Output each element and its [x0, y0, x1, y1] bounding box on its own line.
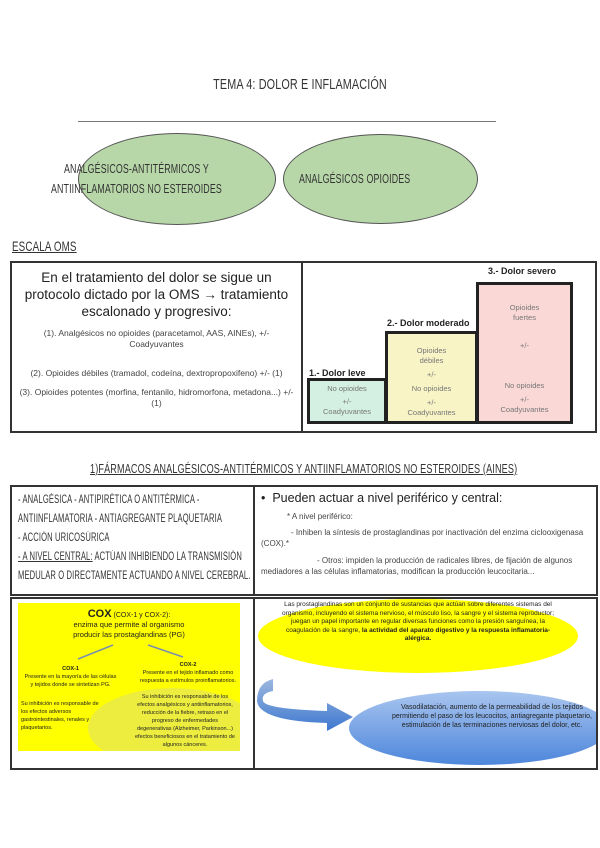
mechanism-bullet-text: Pueden actuar a nivel periférico y centr… [272, 491, 503, 505]
peripheral-item-1: - Inhiben la síntesis de prostaglandinas… [261, 528, 584, 548]
cox1-block: COX-1 Presente en la mayoría de las célu… [23, 665, 118, 689]
group-aines-label: ANALGÉSICOS-ANTITÉRMICOS Y [64, 161, 210, 176]
stair-2-line: Coadyuvantes [407, 408, 456, 417]
group-aines-label-2: ANTIINFLAMATORIOS NO ESTEROIDES [51, 181, 223, 196]
cox-subtitle: enzima que permite al organismo producir… [73, 620, 185, 639]
cox-table: COX (COX-1 y COX-2): enzima que permite … [10, 597, 598, 770]
cox2-text: Presente en el tejido inflamado como res… [140, 670, 236, 684]
stair-3-line: +/- [520, 341, 529, 350]
cox1-title: COX-1 [62, 666, 79, 672]
escala-step-1: (1). Analgésicos no opioides (paracetamo… [43, 328, 270, 349]
escala-step-2: (2). Opioides débiles (tramadol, codeína… [30, 368, 283, 378]
stair-1: No opioides +/- Coadyuvantes [307, 378, 387, 424]
cox-diagram: COX (COX-1 y COX-2): enzima que permite … [18, 603, 240, 751]
group-opioides-label: ANALGÉSICOS OPIOIDES [298, 171, 410, 186]
central-label: - A nivel central: [18, 551, 93, 563]
escala-step-3: (3). Opioides potentes (morfina, fentani… [19, 387, 294, 408]
cox2-title: COX-2 [179, 662, 197, 668]
pg-cell: Las prostaglandinas son un conjunto de s… [255, 599, 596, 768]
stair-1-line: No opioides [327, 384, 367, 393]
cox-title-suffix: (COX-1 y COX-2): [111, 612, 171, 619]
peripheral-label: * A nivel periférico: [287, 512, 353, 521]
pg-definition-ellipse: Las prostaglandinas son un conjunto de s… [258, 599, 578, 673]
cox-title: COX [87, 608, 112, 620]
stair-3-line: +/- [520, 395, 529, 404]
escala-table: En el tratamiento del dolor se sigue un … [10, 261, 597, 433]
highlight-ellipse [88, 688, 240, 751]
stair-label-3: 3.- Dolor severo [488, 266, 557, 276]
mechanism-bullet: • Pueden actuar a nivel periférico y cen… [261, 491, 503, 505]
cox1-text: Presente en la mayoría de las células y … [24, 674, 117, 688]
stair-3-line: Opioides fuertes [509, 303, 540, 322]
escala-intro: En el tratamiento del dolor se sigue un … [24, 270, 289, 319]
cox1-effects: Su inhibición es responsable de los efec… [21, 701, 99, 731]
stair-label-1: 1.- Dolor leve [309, 368, 366, 378]
stair-2-line: +/- [427, 370, 436, 379]
action-line: - Analgésica - Antipirética o antitérmic… [18, 494, 200, 506]
group-opioides: ANALGÉSICOS OPIOIDES [283, 134, 478, 224]
pg-definition-text: Las prostaglandinas son un conjunto de s… [281, 601, 555, 634]
stair-1-line: +/- [342, 397, 352, 406]
stair-2-line: +/- [427, 398, 436, 407]
section-heading-escala: ESCALA OMS [12, 238, 77, 254]
cox2-effects: Su inhibición es responsable de los efec… [135, 694, 235, 748]
cell-divider [301, 263, 303, 431]
stair-label-2: 2.- Dolor moderado [387, 318, 470, 328]
pg-effects-text: Vasodilatación, aumento de la permeabili… [391, 704, 593, 729]
stair-3-line: Coadyuvantes [500, 405, 549, 414]
central-line-2: medular o directamente actuando a nivel … [18, 570, 251, 582]
curved-arrow-icon [257, 679, 353, 731]
escala-text-cell: En el tratamiento del dolor se sigue un … [12, 263, 301, 431]
stair-1-line: Coadyuvantes [323, 407, 371, 416]
cox-cell: COX (COX-1 y COX-2): enzima que permite … [12, 599, 253, 768]
aines-mechanism-cell: • Pueden actuar a nivel periférico y cen… [255, 487, 596, 594]
stair-3: Opioides fuertes +/- No opioides +/- Coa… [476, 282, 573, 424]
divider [78, 121, 496, 122]
cell-divider [253, 599, 255, 768]
page-title: TEMA 4: DOLOR E INFLAMACIÓN [213, 76, 387, 93]
aines-table: - Analgésica - Antipirética o antitérmic… [10, 485, 598, 596]
peripheral-item-2: - Otros: impiden la producción de radica… [261, 556, 573, 576]
stair-2-line: No opioides [411, 384, 452, 393]
escala-diagram: 1.- Dolor leve No opioides +/- Coadyuvan… [303, 263, 595, 431]
central-text: Actúan inhibiendo la transmisión [92, 551, 242, 563]
aines-actions-cell: - Analgésica - Antipirética o antitérmic… [12, 487, 253, 594]
cell-divider [253, 487, 255, 594]
section-heading-aines: 1)FÁRMACOS ANALGÉSICOS-ANTITÉRMICOS Y AN… [90, 461, 518, 476]
pg-effects-ellipse: Vasodilatación, aumento de la permeabili… [349, 691, 596, 765]
pg-definition-bold: la actividad del aparato digestivo y la … [361, 626, 551, 643]
action-line: Antiinflamatoria - Antiagregante plaquet… [18, 513, 223, 525]
action-line: - Acción uricosúrica [18, 532, 110, 544]
central-line: - A nivel central: Actúan inhibiendo la … [18, 548, 242, 567]
stair-3-line: No opioides [504, 381, 545, 390]
group-aines: ANALGÉSICOS-ANTITÉRMICOS Y ANTIINFLAMATO… [51, 133, 276, 225]
stair-2-line: Opioides débiles [416, 346, 447, 365]
branch-lines [77, 644, 184, 660]
cox2-block: COX-2 Presente en el tejido inflamado co… [140, 661, 236, 685]
stair-2: Opioides débiles +/- No opioides +/- Coa… [385, 331, 478, 424]
